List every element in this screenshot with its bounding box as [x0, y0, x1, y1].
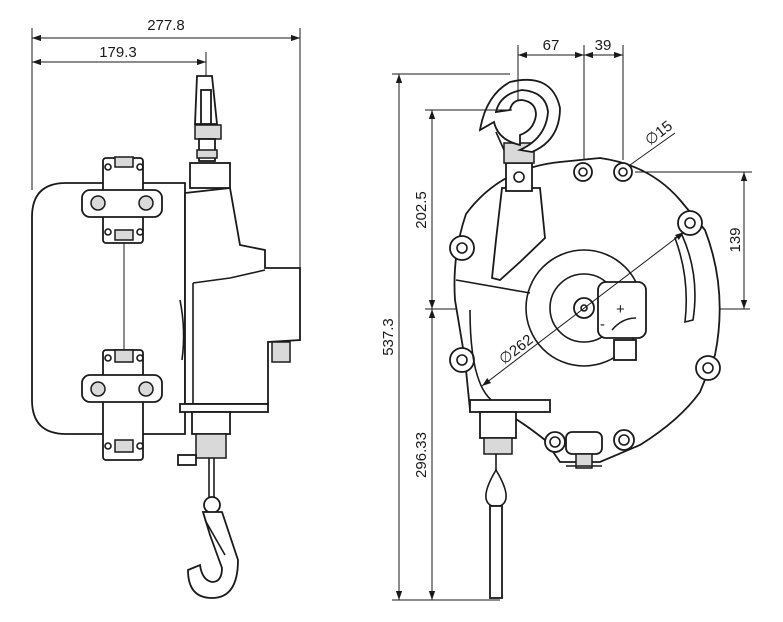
- front-view: - +: [380, 37, 752, 601]
- dim-label-139: 139: [727, 227, 744, 252]
- front-top-hook: [478, 78, 561, 192]
- side-view: 277.8 179.3: [31, 17, 301, 599]
- drum-plus-mark: +: [616, 301, 625, 318]
- mounting-hole: [613, 162, 633, 182]
- dim-center-to-bottom: 296.33: [413, 309, 436, 600]
- dim-label-overall-width: 277.8: [147, 17, 185, 34]
- dim-label-39: 39: [595, 37, 612, 54]
- dim-hole-to-center-y: 139: [635, 171, 752, 309]
- dim-overall-width: 277.8: [31, 17, 301, 270]
- dim-hook-offset: 179.3: [32, 44, 207, 80]
- lower-bracket: [81, 349, 163, 461]
- dim-label-67: 67: [543, 37, 560, 54]
- dim-label-296-33: 296.33: [413, 432, 430, 478]
- side-casing: [184, 187, 301, 405]
- dim-label-537-3: 537.3: [380, 318, 397, 356]
- dim-hook-to-center-y: 202.5: [413, 109, 512, 309]
- dim-hook-to-center-x: 67: [517, 37, 584, 100]
- front-cable: [479, 411, 603, 599]
- side-hook: [187, 511, 239, 599]
- drum-minus-mark: -: [600, 316, 605, 333]
- side-bottom-hook: [177, 411, 239, 599]
- dim-label-202-5: 202.5: [413, 191, 430, 229]
- dim-overall-height: 537.3: [380, 73, 510, 601]
- top-swivel: [189, 75, 231, 189]
- dim-label-hook-offset: 179.3: [99, 44, 137, 61]
- side-housing: [31, 182, 186, 435]
- dim-center-to-hole-x: 39: [584, 37, 624, 160]
- upper-bracket: [81, 156, 163, 244]
- top-hook: [478, 78, 561, 153]
- dim-hole-diameter: ∅15: [629, 117, 676, 166]
